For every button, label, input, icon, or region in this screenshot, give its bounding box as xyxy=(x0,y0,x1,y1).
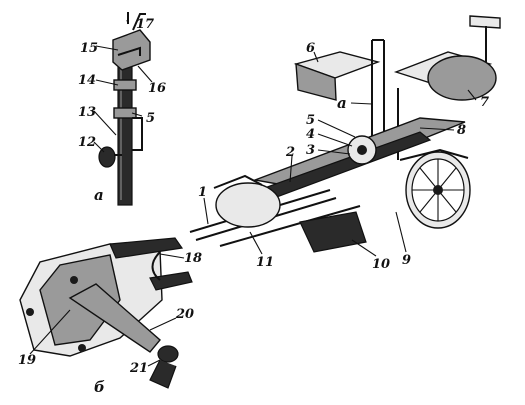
front-disc xyxy=(215,182,281,228)
clamp-plate xyxy=(117,46,141,56)
lever-pivot xyxy=(157,345,179,363)
bolt-hole-1 xyxy=(26,308,34,316)
label-10: 10 xyxy=(372,257,390,272)
label-20: 20 xyxy=(175,307,194,322)
side-bracket xyxy=(132,117,143,151)
label-1: 1 xyxy=(198,185,207,200)
label-4: 4 xyxy=(306,127,315,142)
rear-seed-disc xyxy=(427,55,497,101)
drive-wheel-hub xyxy=(433,185,443,195)
hopper-front xyxy=(295,62,337,101)
middle-clamp xyxy=(113,107,137,119)
detail-b-coupling xyxy=(19,237,193,389)
seed-box xyxy=(299,211,367,253)
bolt-hole-2 xyxy=(78,344,86,352)
label-21: 21 xyxy=(129,361,148,376)
label-sub-a: а xyxy=(94,186,104,204)
wheel-fork xyxy=(399,148,469,161)
fork-upper xyxy=(109,237,184,259)
label-6: 6 xyxy=(306,41,315,56)
label-9: 9 xyxy=(402,253,411,268)
label-19: 19 xyxy=(18,353,36,368)
label-13: 13 xyxy=(78,105,96,120)
wing-nut xyxy=(98,146,116,168)
fork-yoke xyxy=(151,251,161,281)
label-5-detail: 5 xyxy=(146,111,155,126)
label-12: 12 xyxy=(78,135,96,150)
upper-clamp xyxy=(113,79,137,91)
part-labels: 17 15 16 14 5 13 12 а 6 7 8 а 5 4 3 2 1 … xyxy=(18,17,489,396)
handle-grip xyxy=(469,15,501,29)
label-15: 15 xyxy=(80,41,98,56)
leader-lines xyxy=(29,19,477,367)
seeder-machine xyxy=(189,15,501,253)
front-disc-guard xyxy=(213,174,263,189)
label-17: 17 xyxy=(136,17,154,32)
label-3: 3 xyxy=(306,143,315,158)
fork-lower xyxy=(149,271,193,291)
detail-a-assembly xyxy=(98,12,151,206)
label-11: 11 xyxy=(256,255,274,270)
label-16: 16 xyxy=(148,81,166,96)
label-view-a: а xyxy=(337,94,347,112)
label-sub-b: б xyxy=(94,378,105,396)
label-8: 8 xyxy=(457,123,466,138)
label-7: 7 xyxy=(480,95,489,110)
bolt-hole-3 xyxy=(70,276,78,284)
lever-foot xyxy=(149,359,177,389)
lever-arm xyxy=(68,283,161,353)
label-5: 5 xyxy=(306,113,315,128)
sprocket-hub xyxy=(357,145,367,155)
label-18: 18 xyxy=(184,251,202,266)
label-2: 2 xyxy=(285,145,295,160)
label-14: 14 xyxy=(78,73,96,88)
